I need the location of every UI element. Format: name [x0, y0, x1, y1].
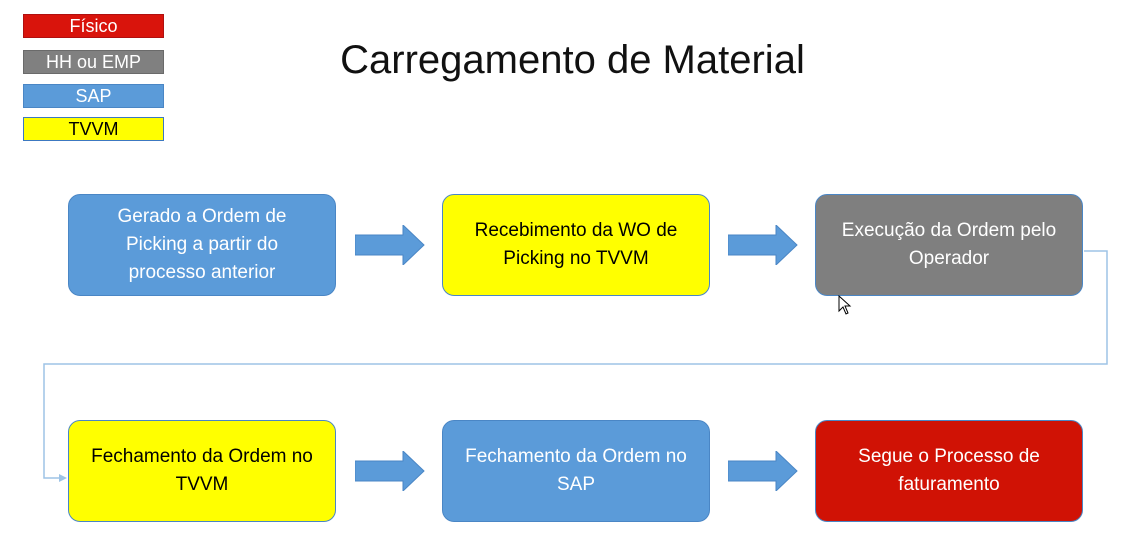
step-recebimento-wo-tvvm: Recebimento da WO de Picking no TVVM — [442, 194, 710, 296]
step-gerado-ordem-picking: Gerado a Ordem de Picking a partir do pr… — [68, 194, 336, 296]
legend-fisico: Físico — [23, 14, 164, 38]
mouse-cursor-icon — [838, 295, 852, 315]
arrow-right-icon — [728, 451, 798, 491]
legend-hh-emp: HH ou EMP — [23, 50, 164, 74]
step-execucao-ordem-operador: Execução da Ordem pelo Operador — [815, 194, 1083, 296]
legend-sap: SAP — [23, 84, 164, 108]
page-title: Carregamento de Material — [340, 38, 805, 82]
arrow-right-icon — [355, 451, 425, 491]
step-fechamento-ordem-tvvm: Fechamento da Ordem no TVVM — [68, 420, 336, 522]
arrow-right-icon — [355, 225, 425, 265]
step-segue-faturamento: Segue o Processo de faturamento — [815, 420, 1083, 522]
step-fechamento-ordem-sap: Fechamento da Ordem no SAP — [442, 420, 710, 522]
legend-tvvm: TVVM — [23, 117, 164, 141]
arrow-right-icon — [728, 225, 798, 265]
